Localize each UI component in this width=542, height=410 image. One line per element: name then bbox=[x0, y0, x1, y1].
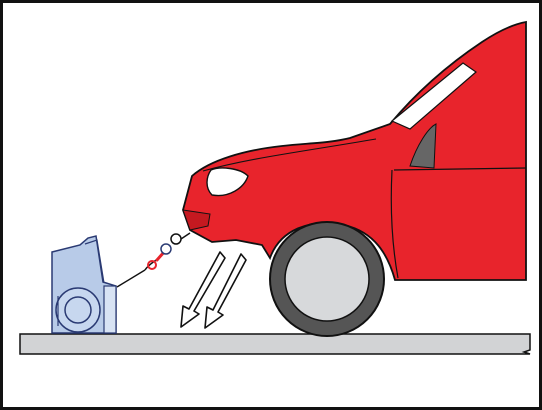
headlight bbox=[206, 167, 249, 197]
winch bbox=[51, 235, 146, 334]
hook bbox=[144, 232, 191, 271]
ground-platform bbox=[19, 333, 531, 355]
door-edge bbox=[390, 169, 399, 279]
winch-plate bbox=[103, 285, 117, 334]
force-arrows bbox=[180, 251, 247, 329]
winch-frame-line bbox=[84, 239, 105, 284]
hood-line bbox=[202, 138, 377, 172]
car bbox=[182, 20, 527, 281]
rim bbox=[284, 236, 370, 322]
tow-eye bbox=[170, 233, 182, 245]
winch-drum bbox=[55, 287, 101, 333]
windshield bbox=[390, 62, 477, 130]
side-mirror bbox=[409, 123, 437, 169]
hook-blue-ring bbox=[160, 243, 172, 255]
tow-eye-stem bbox=[180, 232, 191, 240]
force-arrow-icon-left bbox=[180, 251, 226, 328]
force-arrow-icon-right bbox=[204, 253, 247, 329]
wheel bbox=[269, 221, 385, 337]
bumper-nose bbox=[182, 209, 211, 231]
winch-drum-core bbox=[64, 296, 92, 324]
cable bbox=[116, 269, 146, 288]
door-line bbox=[393, 167, 527, 171]
hook-red-ring bbox=[147, 260, 157, 270]
